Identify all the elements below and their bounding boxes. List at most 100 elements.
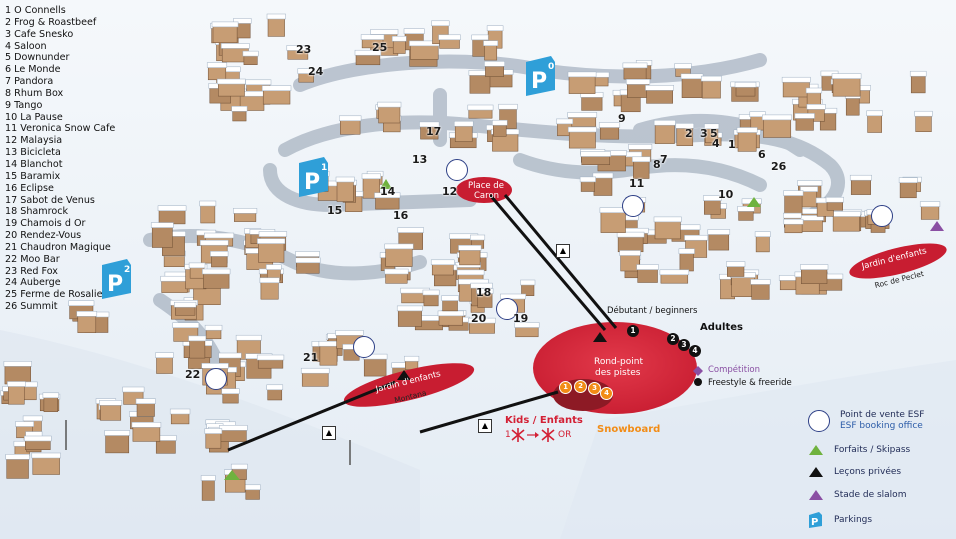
kids-range-start: 1 xyxy=(505,430,511,440)
chalet-roof xyxy=(377,101,402,108)
level-marker: 4 xyxy=(689,345,701,357)
chalet-roof xyxy=(202,268,231,275)
chalet xyxy=(737,131,757,152)
chalet xyxy=(468,108,493,119)
chalet-roof xyxy=(233,208,258,214)
chalet xyxy=(156,356,173,374)
chalet xyxy=(189,339,206,359)
private-lesson-marker xyxy=(593,332,607,342)
map-number: 19 xyxy=(513,312,529,325)
chalet xyxy=(25,439,51,450)
chalet xyxy=(704,199,721,215)
chalet xyxy=(43,396,58,412)
chalet-roof xyxy=(866,110,883,117)
legend-parkings: P Parkings xyxy=(808,512,872,528)
chalet xyxy=(267,388,283,401)
chalet-roof xyxy=(800,186,818,192)
chalet xyxy=(617,235,644,253)
chalet xyxy=(439,38,460,49)
chalet-roof xyxy=(619,250,641,256)
ski-lift-icon: ▲ xyxy=(322,426,336,440)
chalet-roof xyxy=(169,408,191,415)
chalet-roof xyxy=(598,122,621,128)
chalet xyxy=(568,75,596,94)
map-number: 25 xyxy=(372,41,388,54)
chalet-roof xyxy=(219,425,248,431)
freestyle-label: Freestyle & freeride xyxy=(708,378,792,388)
chalet-roof xyxy=(230,463,248,470)
skipass-marker xyxy=(224,470,240,480)
chalet xyxy=(633,160,650,179)
venue-list-item: 1 O Connells xyxy=(5,5,66,16)
legend-forfaits: Forfaits / Skipass xyxy=(808,444,910,456)
kids-level-marker: 2 xyxy=(574,380,587,393)
chalet xyxy=(755,235,770,253)
chalet xyxy=(899,181,917,199)
chalet-roof xyxy=(783,218,804,225)
competition-marker xyxy=(693,366,703,376)
chalet xyxy=(201,479,215,501)
chalet-roof xyxy=(188,335,207,342)
chalet xyxy=(423,293,439,307)
chalet xyxy=(257,358,284,369)
chalet-roof xyxy=(800,264,829,270)
chalet xyxy=(4,365,31,385)
venue-list-item: 11 Veronica Snow Cafe xyxy=(5,123,116,135)
parking-sign-icon: P xyxy=(809,512,822,528)
chalet-roof xyxy=(199,200,217,207)
map-number: 9 xyxy=(618,112,626,125)
map-number: 1 xyxy=(728,138,736,151)
venue-list-item: 2 Frog & Roastbeef xyxy=(5,16,97,28)
chalet-roof xyxy=(76,311,98,317)
kids-level-marker: 3 xyxy=(588,382,601,395)
chalet xyxy=(438,314,463,326)
rond-point-label: des pistes xyxy=(595,368,641,378)
chalet-roof xyxy=(384,268,409,275)
chalet-roof xyxy=(233,18,252,24)
chalet-roof xyxy=(556,118,574,125)
chalet xyxy=(581,96,603,111)
legend-lecons-label: Leçons privées xyxy=(834,466,902,477)
venue-list-item: 4 Saloon xyxy=(5,40,47,52)
map-number: 8 xyxy=(653,158,661,171)
chalet-roof xyxy=(339,115,362,122)
chalet xyxy=(151,226,173,248)
chalet xyxy=(243,54,258,65)
chalet-roof xyxy=(632,156,651,163)
purple-triangle-icon xyxy=(809,490,823,500)
venue-list-item: 17 Sabot de Venus xyxy=(5,194,95,206)
chalet xyxy=(580,180,595,192)
chalet xyxy=(654,220,681,240)
chalet-roof xyxy=(592,172,614,179)
chalet-roof xyxy=(295,257,321,264)
chalet xyxy=(6,458,29,479)
chalet xyxy=(336,180,354,202)
chalet-roof xyxy=(422,289,440,296)
chalet xyxy=(915,114,932,132)
chalet-roof xyxy=(231,106,248,112)
chalet-roof xyxy=(737,206,755,212)
chalet-roof xyxy=(259,277,280,284)
chalet-roof xyxy=(486,25,504,31)
chalet-roof xyxy=(374,192,401,199)
chalet-roof xyxy=(297,68,315,74)
map-number: 6 xyxy=(758,148,766,161)
map-number: 14 xyxy=(380,185,396,198)
svg-text:P: P xyxy=(304,170,320,195)
chalet-roof xyxy=(430,259,455,266)
chalet-roof xyxy=(680,73,704,80)
map-number: 5 xyxy=(710,127,718,140)
chalet-roof xyxy=(384,243,414,250)
slalom-marker xyxy=(930,221,944,231)
chalet-roof xyxy=(135,398,156,404)
chalet-roof xyxy=(5,454,30,460)
skipass-marker xyxy=(380,179,392,189)
venue-list-item: 14 Blanchot xyxy=(5,158,63,170)
esf-logo-icon xyxy=(446,159,468,181)
svg-text:0: 0 xyxy=(548,62,554,72)
chalet-roof xyxy=(150,222,174,228)
map-number: 24 xyxy=(308,65,324,78)
chalet xyxy=(867,114,882,133)
chalet-roof xyxy=(188,262,206,269)
